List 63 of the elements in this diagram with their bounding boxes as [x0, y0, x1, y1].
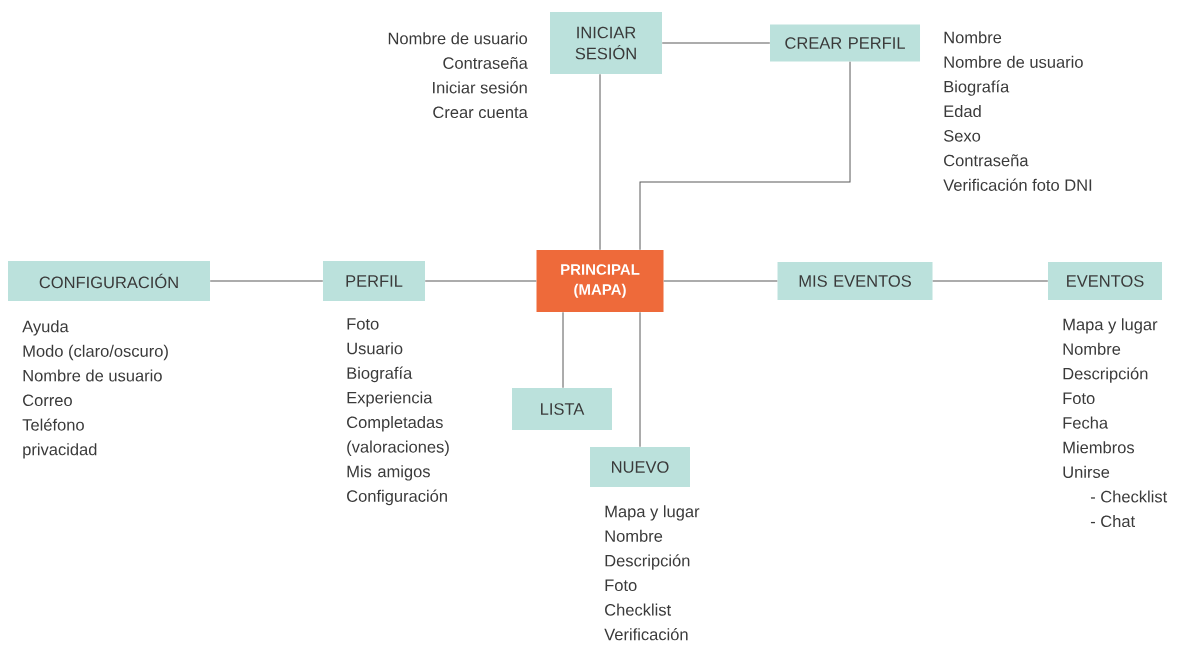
connector-line [562, 311, 564, 389]
connector-line [661, 42, 771, 44]
field-list: Foto Usuario Biografía Experiencia Completadas (valoraciones) Mis amigos Configuración [347, 318, 449, 506]
node-label: Nombre de usuario [388, 32, 528, 45]
screen-box: CONFIGURACIÓN [8, 261, 210, 301]
field-list: Mapa y lugar Nombre Descripción Foto Checklist Verificación [604, 505, 700, 641]
connector-line [639, 61, 851, 251]
node-label: Configuración [347, 489, 447, 506]
node-label: Biografía [347, 366, 413, 383]
field-list: Mapa y lugar Nombre Descripción Foto Fecha Miembros Unirse - Checklist - Chat [1063, 318, 1168, 528]
node-label: Nombre de usuario [944, 55, 1083, 68]
node-label: Nombre [1063, 342, 1121, 355]
node-label: Iniciar sesión [433, 81, 527, 94]
node-label: Nombre de usuario [23, 369, 162, 382]
node-label: Checklist [605, 603, 672, 616]
node-label: Verificación foto DNI [943, 178, 1092, 191]
node-label: Edad [944, 105, 981, 118]
screen-box: LISTA [512, 388, 612, 430]
node-label: Unirse [1063, 465, 1110, 478]
node-label: Foto [1063, 392, 1095, 405]
node-label: Mapa y lugar [1063, 318, 1158, 334]
node-label: Nombre [605, 529, 663, 542]
node-label: - Checklist [1090, 490, 1168, 503]
connector-line [932, 280, 1049, 282]
screen-box: PRINCIPAL (MAPA) [536, 250, 664, 312]
node-label: Ayuda [22, 320, 69, 336]
node-label: Crear cuenta [433, 106, 528, 119]
screen-box: MIS EVENTOS [777, 262, 933, 300]
node-label: Usuario [347, 342, 403, 355]
node-label: Biografía [944, 80, 1010, 96]
screen-box: CREAR PERFIL [770, 24, 920, 62]
connector-line [663, 280, 778, 282]
node-label: Completadas (valoraciones) [347, 416, 449, 456]
screen-box: NUEVO [590, 447, 690, 487]
node-label: Teléfono [22, 418, 84, 431]
connector-line [599, 73, 601, 251]
node-label: Experiencia [347, 391, 433, 407]
field-list: Nombre de usuario Contraseña Iniciar sesión Crear cuenta [388, 32, 528, 119]
node-label: Descripción [1063, 367, 1148, 383]
node-label: Descripción [605, 554, 690, 570]
node-label: privacidad [23, 443, 97, 459]
node-label: Foto [605, 579, 637, 592]
node-label: Modo (claro/oscuro) [23, 344, 168, 361]
node-label: Contraseña [443, 56, 528, 69]
screen-box: INICIAR SESIÓN [550, 12, 662, 74]
connector-line [639, 311, 641, 448]
field-list: Ayuda Modo (claro/oscuro) Nombre de usuario Correo Teléfono privacidad [22, 320, 168, 459]
node-label: Foto [347, 318, 379, 330]
node-label: Contraseña [944, 154, 1029, 167]
screen-box: PERFIL [323, 261, 425, 301]
connector-line [209, 280, 324, 282]
node-label: Miembros [1063, 441, 1135, 454]
screen-box: EVENTOS [1048, 262, 1162, 300]
node-label: Correo [23, 394, 72, 407]
node-label: Mis amigos [347, 465, 430, 481]
node-label: Verificación [604, 628, 688, 641]
node-label: Fecha [1063, 416, 1109, 429]
node-label: - Chat [1090, 515, 1136, 528]
node-label: Sexo [943, 130, 981, 142]
node-label: Nombre [944, 31, 1002, 44]
connector-line [424, 280, 537, 282]
node-label: Mapa y lugar [605, 505, 700, 521]
field-list: Nombre Nombre de usuario Biografía Edad Sexo Contraseña Verificación foto DNI [943, 31, 1092, 191]
